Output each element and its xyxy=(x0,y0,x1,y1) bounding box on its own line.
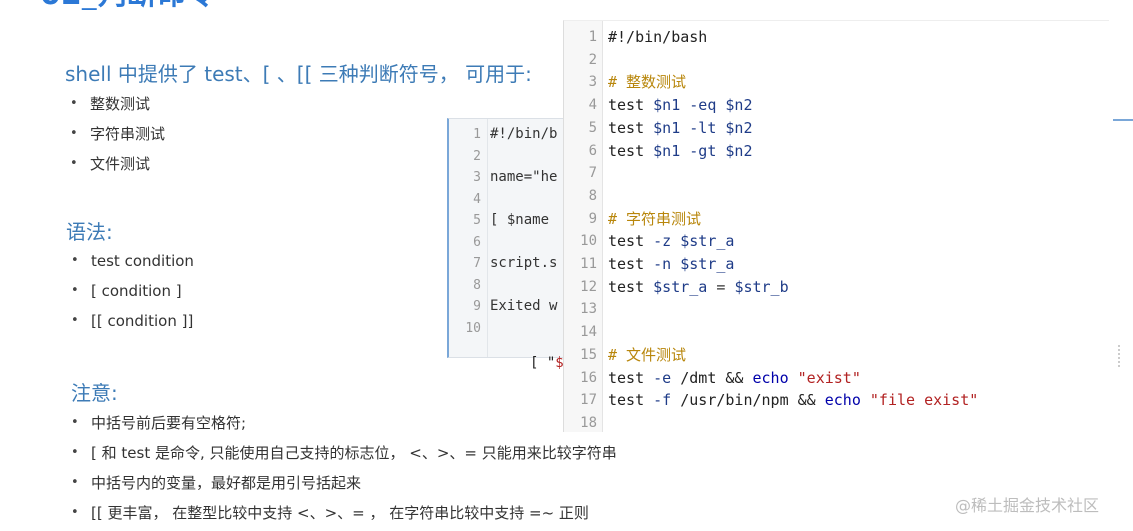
line-number: 11 xyxy=(580,256,597,272)
line-number: 7 xyxy=(473,256,481,271)
list-item: [ condition ] xyxy=(67,276,194,306)
code-fragment-bracket: [ " xyxy=(530,355,556,371)
code-line-9: # 字符串测试 xyxy=(608,209,702,228)
line-number: 2 xyxy=(473,148,481,164)
list-item: [[ condition ]] xyxy=(67,306,194,336)
line-number: 6 xyxy=(473,234,481,250)
line-number: 1 xyxy=(473,127,481,142)
list-item: 整数测试 xyxy=(66,89,165,119)
notes-heading: 注意: xyxy=(71,381,118,405)
line-number: 9 xyxy=(588,210,597,227)
list-item: 文件测试 xyxy=(66,149,165,179)
line-number: 3 xyxy=(473,170,481,185)
code-line-6: test $n1 -gt $n2 xyxy=(608,141,753,160)
code-line: Exited w xyxy=(490,298,558,314)
code-line-15: # 文件测试 xyxy=(608,345,687,364)
line-number: 1 xyxy=(588,29,597,45)
line-number: 17 xyxy=(580,392,597,409)
line-number: 14 xyxy=(580,324,597,341)
line-number: 15 xyxy=(580,346,597,363)
list-item: [ 和 test 是命令, 只能使用自己支持的标志位， <、>、= 只能用来比较… xyxy=(67,438,617,468)
slide-title: 02_判断命令 xyxy=(40,0,217,10)
line-number: 9 xyxy=(473,299,481,314)
code-line: script.s xyxy=(490,255,558,271)
line-number: 18 xyxy=(580,414,597,431)
intro-list: 整数测试 字符串测试 文件测试 xyxy=(66,89,165,179)
line-number: 3 xyxy=(588,74,597,91)
line-number: 8 xyxy=(588,187,597,204)
line-number-gutter xyxy=(449,119,488,357)
syntax-heading: 语法: xyxy=(66,220,113,244)
divider-line xyxy=(1113,119,1133,121)
code-line-12: test $str_a = $str_b xyxy=(608,277,789,296)
list-item: 中括号前后要有空格符; xyxy=(67,408,617,438)
line-number-gutter xyxy=(564,21,603,432)
list-item: 字符串测试 xyxy=(66,119,165,149)
code-line-3: # 整数测试 xyxy=(608,73,687,92)
list-item: 中括号内的变量，最好都是用引号括起来 xyxy=(67,468,617,498)
line-number: 5 xyxy=(473,213,481,228)
code-line-1: #!/bin/bash xyxy=(608,28,708,46)
code-line-11: test -n $str_a xyxy=(608,255,735,273)
code-line-17: test -f /usr/bin/npm && echo "file exist… xyxy=(608,391,979,410)
notes-list: 中括号前后要有空格符; [ 和 test 是命令, 只能使用自己支持的标志位， … xyxy=(67,408,617,528)
code-line: [ $name xyxy=(490,212,550,228)
line-number: 13 xyxy=(580,301,597,318)
line-number: 10 xyxy=(465,320,481,336)
code-line-5: test $n1 -lt $n2 xyxy=(608,118,753,137)
line-number: 7 xyxy=(588,165,597,182)
line-number: 2 xyxy=(588,51,597,68)
line-number: 16 xyxy=(580,369,597,386)
line-number: 4 xyxy=(473,191,481,207)
line-number: 10 xyxy=(580,233,597,250)
intro-heading: shell 中提供了 test、[ 、[[ 三种判断符号， 可用于: xyxy=(65,62,532,86)
line-number: 5 xyxy=(588,119,597,136)
watermark-credit: @稀土掘金技术社区 xyxy=(955,496,1100,515)
code-line: #!/bin/b xyxy=(490,126,558,142)
code-line-4: test $n1 -eq $n2 xyxy=(608,96,753,115)
line-number: 4 xyxy=(588,97,597,114)
line-number: 12 xyxy=(580,278,597,295)
code-line-16: test -e /dmt && echo "exist" xyxy=(608,368,861,387)
background-watermark-left: ​ xyxy=(0,180,5,226)
line-number: 6 xyxy=(588,142,597,159)
syntax-list: test condition [ condition ] [[ conditio… xyxy=(67,246,194,336)
resize-handle xyxy=(1114,345,1120,367)
list-item: [[ 更丰富， 在整型比较中支持 <、>、= ， 在字符串比较中支持 =~ 正则 xyxy=(67,498,617,528)
code-line: name="he xyxy=(490,169,558,185)
list-item: test condition xyxy=(67,246,194,276)
line-number: 8 xyxy=(473,277,481,293)
code-line-10: test -z $str_a xyxy=(608,232,735,251)
